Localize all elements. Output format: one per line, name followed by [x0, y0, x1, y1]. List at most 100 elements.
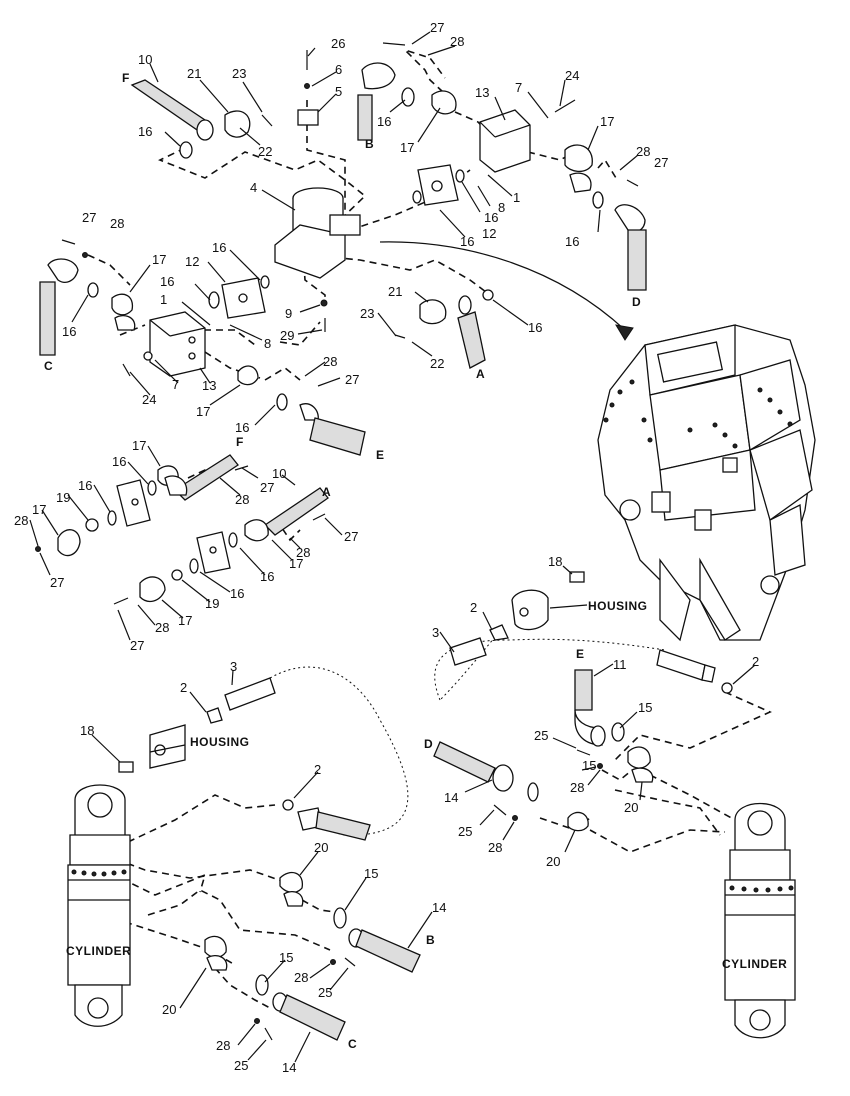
- callout-16: 16: [138, 124, 152, 139]
- callout-20: 20: [162, 1002, 176, 1017]
- callout-28: 28: [235, 492, 249, 507]
- callout-20: 20: [314, 840, 328, 855]
- line-letter-d: D: [424, 737, 433, 751]
- callout-16: 16: [212, 240, 226, 255]
- flange-assemblies: [35, 454, 329, 605]
- callout-2: 2: [470, 600, 477, 615]
- callout-14: 14: [444, 790, 458, 805]
- middle-manifold-group: [39, 239, 494, 456]
- callout-28: 28: [323, 354, 337, 369]
- line-letter-c: C: [44, 359, 53, 373]
- callout-28: 28: [110, 216, 124, 231]
- callout-16: 16: [484, 210, 498, 225]
- callout-27: 27: [344, 529, 358, 544]
- callout-8: 8: [498, 200, 505, 215]
- callout-27: 27: [260, 480, 274, 495]
- cylinder-label-right: CYLINDER: [722, 957, 787, 971]
- callout-18: 18: [80, 723, 94, 738]
- line-letter-c: C: [348, 1037, 357, 1051]
- callout-28: 28: [14, 513, 28, 528]
- callout-20: 20: [546, 854, 560, 869]
- callout-7: 7: [172, 377, 179, 392]
- callout-22: 22: [430, 356, 444, 371]
- upper-valve-group: [130, 42, 647, 291]
- callout-16: 16: [62, 324, 76, 339]
- housing-label-left: HOUSING: [190, 735, 250, 749]
- callout-28: 28: [570, 780, 584, 795]
- callout-17: 17: [132, 438, 146, 453]
- leader-lines: [29, 31, 756, 1063]
- callout-28: 28: [450, 34, 464, 49]
- machine-assembly: [597, 324, 816, 642]
- cylinder-label-left: CYLINDER: [66, 944, 131, 958]
- callout-16: 16: [160, 274, 174, 289]
- callout-28: 28: [488, 840, 502, 855]
- callout-13: 13: [202, 378, 216, 393]
- line-letter-e: E: [376, 448, 385, 462]
- callout-19: 19: [56, 490, 70, 505]
- callout-17: 17: [196, 404, 210, 419]
- callout-24: 24: [142, 392, 156, 407]
- lower-right-hoses: [433, 669, 654, 832]
- line-letter-a: A: [476, 367, 485, 381]
- callout-17: 17: [400, 140, 414, 155]
- callout-16: 16: [112, 454, 126, 469]
- machine-bolts: [603, 379, 793, 449]
- callout-17: 17: [289, 556, 303, 571]
- callout-10: 10: [272, 466, 286, 481]
- callout-9: 9: [285, 306, 292, 321]
- callout-17: 17: [178, 613, 192, 628]
- callout-27: 27: [654, 155, 668, 170]
- callout-1: 1: [160, 292, 167, 307]
- callout-25: 25: [234, 1058, 248, 1073]
- callout-16: 16: [377, 114, 391, 129]
- callout-16: 16: [565, 234, 579, 249]
- callout-12: 12: [482, 226, 496, 241]
- callout-17: 17: [152, 252, 166, 267]
- callout-3: 3: [230, 659, 237, 674]
- lower-left-hoses: [204, 871, 421, 1041]
- callout-15: 15: [582, 758, 596, 773]
- line-letter-f: F: [122, 71, 130, 85]
- callout-23: 23: [232, 66, 246, 81]
- callout-28: 28: [216, 1038, 230, 1053]
- callout-28: 28: [294, 970, 308, 985]
- callout-18: 18: [548, 554, 562, 569]
- callout-16: 16: [528, 320, 542, 335]
- callout-28: 28: [155, 620, 169, 635]
- cylinder-left: [67, 784, 131, 1027]
- callout-2: 2: [180, 680, 187, 695]
- cylinder-right-bolts: [729, 885, 794, 893]
- callout-25: 25: [458, 824, 472, 839]
- callout-21: 21: [388, 284, 402, 299]
- callout-14: 14: [282, 1060, 296, 1075]
- callout-10: 10: [138, 52, 152, 67]
- line-letter-b: B: [426, 933, 435, 947]
- callout-15: 15: [364, 866, 378, 881]
- callout-27: 27: [430, 20, 444, 35]
- callout-8: 8: [264, 336, 271, 351]
- cylinder-left-bolts: [71, 869, 127, 877]
- callout-6: 6: [335, 62, 342, 77]
- line-letter-e: E: [576, 647, 585, 661]
- callout-14: 14: [432, 900, 446, 915]
- callout-15: 15: [279, 950, 293, 965]
- callout-23: 23: [360, 306, 374, 321]
- callout-21: 21: [187, 66, 201, 81]
- callout-27: 27: [345, 372, 359, 387]
- housing-label-right: HOUSING: [588, 599, 648, 613]
- callout-16: 16: [230, 586, 244, 601]
- callout-27: 27: [50, 575, 64, 590]
- callout-7: 7: [515, 80, 522, 95]
- line-letter-b: B: [365, 137, 374, 151]
- callout-4: 4: [250, 180, 257, 195]
- callout-1: 1: [513, 190, 520, 205]
- callout-15: 15: [638, 700, 652, 715]
- callout-22: 22: [258, 144, 272, 159]
- callout-16: 16: [260, 569, 274, 584]
- callout-26: 26: [331, 36, 345, 51]
- callout-28: 28: [636, 144, 650, 159]
- callout-19: 19: [205, 596, 219, 611]
- callout-24: 24: [565, 68, 579, 83]
